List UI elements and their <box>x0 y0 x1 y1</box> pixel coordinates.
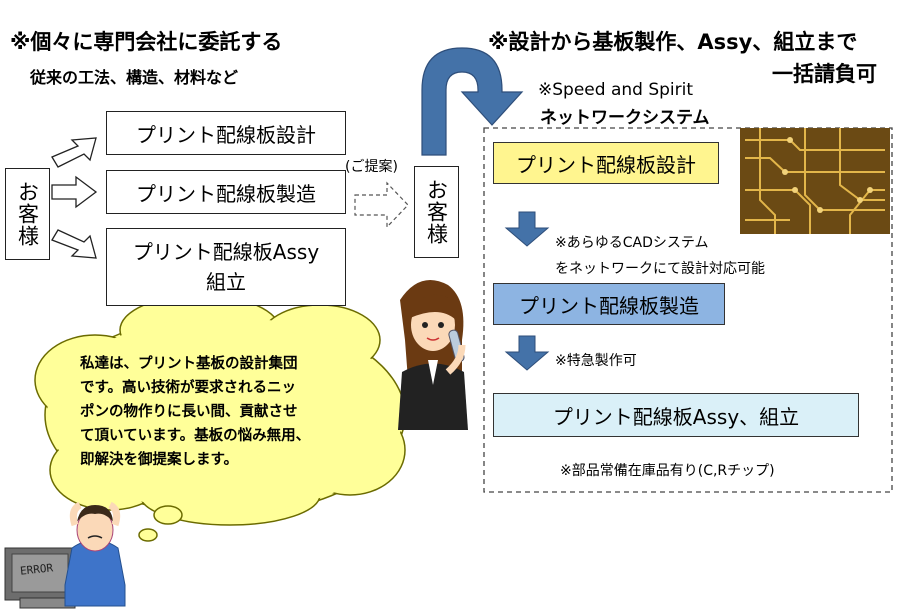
step-label: プリント配線板設計 <box>516 152 696 177</box>
cad-note-line1: ※あらゆるCADシステム <box>555 235 709 251</box>
process-box-manufacture: プリント配線板製造 <box>106 170 346 214</box>
businesswoman-illustration <box>398 280 468 430</box>
down-arrow-icon <box>504 335 550 371</box>
right-title-line1: ※設計から基板製作、Assy、組立まで <box>488 30 858 54</box>
speech-line: ポンの物作りに長い間、貢献させ <box>80 404 298 420</box>
process-label: プリント配線板Assy <box>132 240 320 264</box>
curved-arrow-icon <box>421 47 524 156</box>
process-label: 組立 <box>206 270 246 294</box>
process-box-design: プリント配線板設計 <box>106 111 346 155</box>
process-label: プリント配線板設計 <box>136 122 316 147</box>
express-note: ※特急製作可 <box>555 353 637 369</box>
dashed-arrow-icon <box>354 181 409 229</box>
step-manufacture: プリント配線板製造 <box>493 283 725 325</box>
right-title-line2: 一括請負可 <box>772 62 877 86</box>
customer-box-left: お客様 <box>5 168 50 260</box>
process-label: プリント配線板製造 <box>136 181 316 206</box>
cad-note-line2: をネットワークにて設計対応可能 <box>555 261 765 277</box>
proposal-label: (ご提案) <box>345 159 398 175</box>
speech-line: 即解決を御提案します。 <box>80 452 239 468</box>
network-system-label: ネットワークシステム <box>540 108 710 128</box>
customer-box-right: お客様 <box>414 166 459 258</box>
step-label: プリント配線板製造 <box>519 293 699 318</box>
speech-line: て頂いています。基板の悩み無用、 <box>80 428 311 444</box>
step-assy: プリント配線板Assy、組立 <box>493 393 859 437</box>
step-label: プリント配線板Assy、組立 <box>552 404 800 429</box>
pcb-photo-image <box>740 128 890 234</box>
worried-man-illustration <box>64 501 126 607</box>
stock-note: ※部品常備在庫品有り(C,Rチップ) <box>560 463 775 479</box>
left-subtitle: 従来の工法、構造、材料など <box>30 68 239 87</box>
speech-text: 私達は、プリント基板の設計集団 です。高い技術が要求されるニッ ポンの物作りに長… <box>80 352 310 472</box>
speech-line: です。高い技術が要求されるニッ <box>80 380 297 396</box>
step-design: プリント配線板設計 <box>493 142 719 184</box>
network-system-frame <box>483 127 893 493</box>
process-box-assy: プリント配線板Assy 組立 <box>106 228 346 306</box>
down-arrow-icon <box>504 211 550 247</box>
speech-cloud <box>34 294 406 542</box>
speed-spirit-label: ※Speed and Spirit <box>538 80 694 100</box>
hollow-arrow-icon <box>51 137 98 259</box>
speech-line: 私達は、プリント基板の設計集団 <box>80 356 298 372</box>
left-title: ※個々に専門会社に委託する <box>10 30 283 54</box>
error-computer-illustration <box>4 547 76 609</box>
